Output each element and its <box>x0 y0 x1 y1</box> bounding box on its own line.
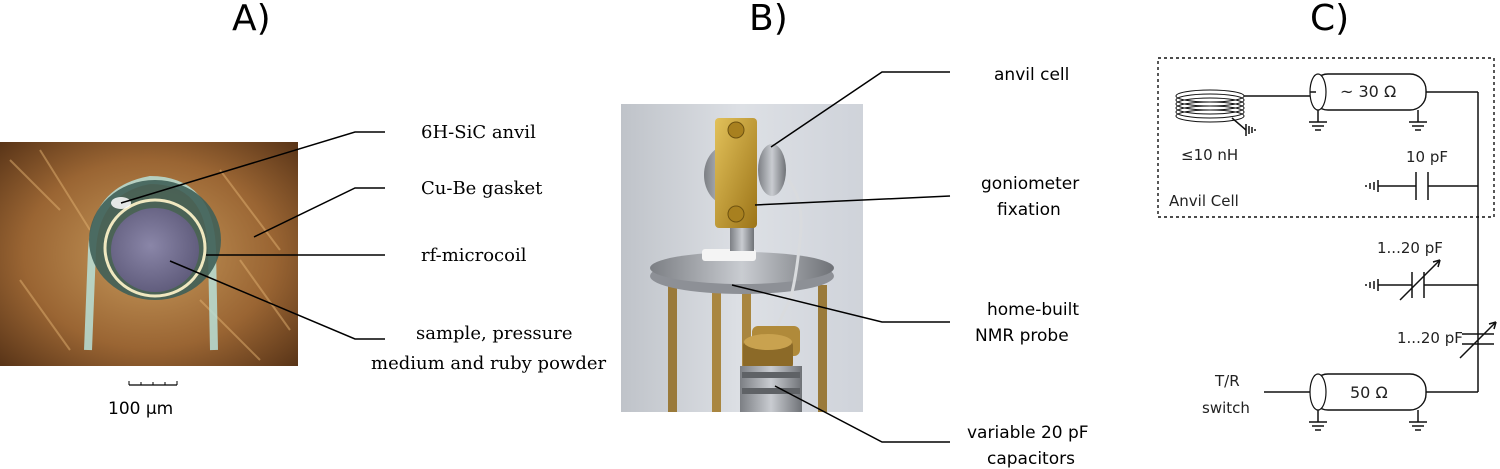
leader-gasket <box>253 187 385 238</box>
var-cap-2-label: 1...20 pF <box>1397 329 1463 347</box>
panel-b-title: B) <box>749 0 788 39</box>
label-anvil-cell: anvil cell <box>994 65 1069 85</box>
label-capacitors-line1: variable 20 pF <box>967 423 1089 443</box>
inductance-label: ≤10 nH <box>1181 146 1238 164</box>
label-capacitors-line2: capacitors <box>987 449 1075 469</box>
label-goniometer-line1: goniometer <box>981 174 1079 194</box>
tr-switch-label-line1: T/R <box>1214 372 1240 390</box>
leader-capacitors <box>774 385 950 443</box>
scale-bar-label: 100 µm <box>108 399 173 419</box>
fixed-capacitor <box>1365 172 1478 200</box>
variable-capacitor-1 <box>1365 259 1478 301</box>
label-sample-line2: medium and ruby powder <box>371 353 607 374</box>
leader-anvil <box>120 131 385 204</box>
leader-probe <box>731 284 950 323</box>
label-gasket: Cu-Be gasket <box>421 178 543 199</box>
fixed-cap-label: 10 pF <box>1406 148 1448 166</box>
cable-impedance-label: 50 Ω <box>1350 383 1388 402</box>
leader-sample <box>169 260 385 340</box>
probe-photo <box>621 104 863 412</box>
line-impedance-label: ~ 30 Ω <box>1340 82 1396 101</box>
panel-c-title: C) <box>1310 0 1349 39</box>
coax-line-30ohm <box>1309 73 1478 131</box>
microscope-photo <box>0 142 298 366</box>
label-anvil: 6H-SiC anvil <box>421 122 536 143</box>
ground-icon <box>1245 124 1256 136</box>
label-microcoil: rf-microcoil <box>421 245 527 266</box>
label-sample-line1: sample, pressure <box>416 323 573 344</box>
label-goniometer-line2: fixation <box>997 200 1061 220</box>
leader-anvil-cell <box>770 71 950 148</box>
scale-bar <box>128 381 178 386</box>
label-probe-line2: NMR probe <box>975 326 1069 346</box>
anvil-cell-box-label: Anvil Cell <box>1169 192 1239 210</box>
tr-switch-label-line2: switch <box>1202 399 1250 417</box>
anvil-cell-box <box>1157 57 1495 218</box>
label-probe-line1: home-built <box>987 300 1079 320</box>
inductor-coil-icon <box>1175 89 1310 131</box>
coax-cable-50ohm <box>1264 373 1478 431</box>
var-cap-1-label: 1...20 pF <box>1377 239 1443 257</box>
leader-goniometer <box>754 195 951 206</box>
panel-a-title: A) <box>232 0 271 39</box>
variable-capacitor-2 <box>1459 321 1497 359</box>
